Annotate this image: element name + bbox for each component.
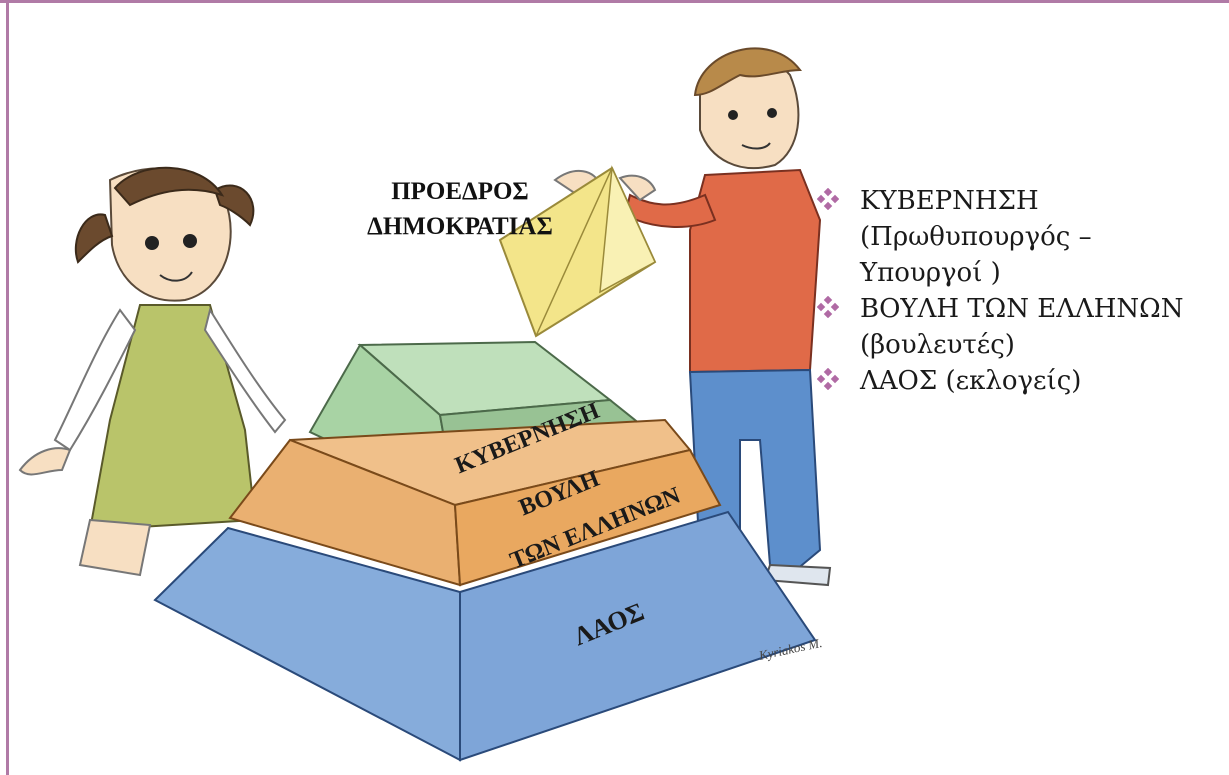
legend-item-line: Υπουργοί ) — [860, 255, 1225, 291]
diamond-bullet-icon — [817, 188, 839, 210]
legend-item-line: ΒΟΥΛΗ ΤΩΝ ΕΛΛΗΝΩΝ — [860, 291, 1225, 327]
legend-item-parliament: ΒΟΥΛΗ ΤΩΝ ΕΛΛΗΝΩΝ (βουλευτές) — [815, 291, 1225, 363]
legend-item-government: ΚΥΒΕΡΝΗΣΗ (Πρωθυπουργός – Υπουργοί ) — [815, 183, 1225, 291]
president-label-line-1: ΠΡΟΕΔΡΟΣ — [340, 174, 580, 209]
legend-item-people: ΛΑΟΣ (εκλογείς) — [815, 363, 1225, 399]
diamond-bullet-icon — [817, 368, 839, 390]
president-label: ΠΡΟΕΔΡΟΣ ΔΗΜΟΚΡΑΤΙΑΣ — [340, 174, 580, 244]
legend-item-line: (Πρωθυπουργός – — [860, 219, 1225, 255]
legend-list: ΚΥΒΕΡΝΗΣΗ (Πρωθυπουργός – Υπουργοί ) ΒΟΥ… — [815, 183, 1225, 399]
diamond-bullet-icon — [817, 296, 839, 318]
legend-item-line: ΚΥΒΕΡΝΗΣΗ — [860, 183, 1225, 219]
legend-item-line: (βουλευτές) — [860, 327, 1225, 363]
president-label-line-2: ΔΗΜΟΚΡΑΤΙΑΣ — [340, 209, 580, 244]
legend-item-line: ΛΑΟΣ (εκλογείς) — [860, 363, 1225, 399]
